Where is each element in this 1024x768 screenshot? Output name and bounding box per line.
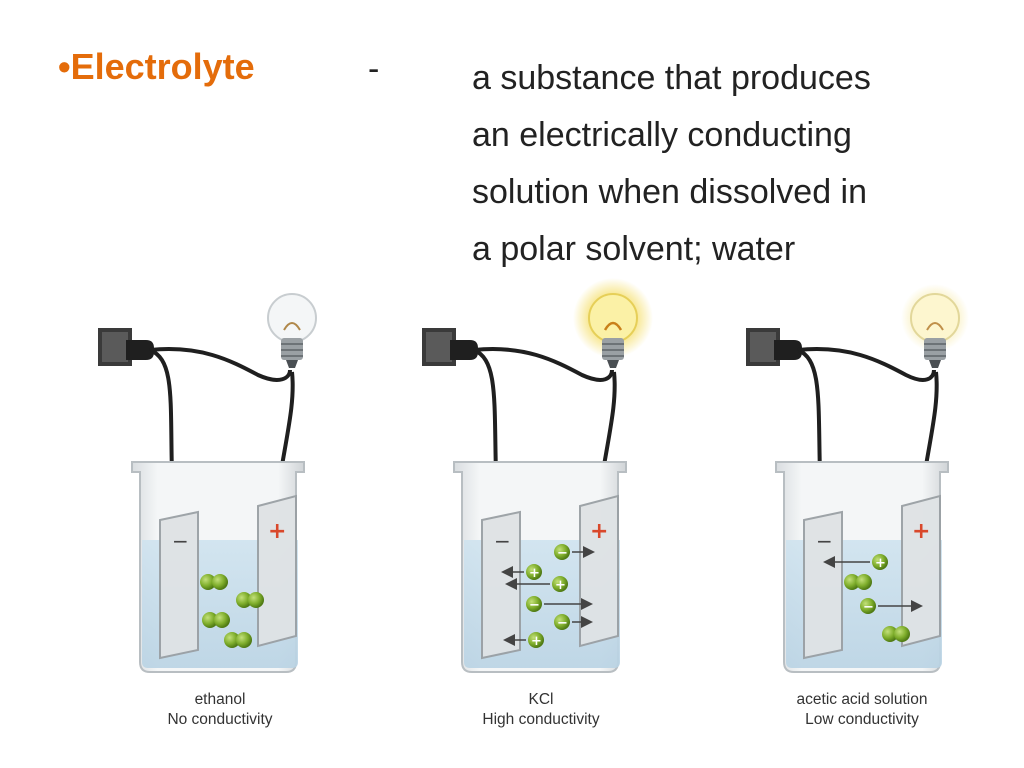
molecule-group (200, 574, 264, 648)
cation: + (501, 564, 542, 581)
definition-line: solution when dissolved in (472, 173, 868, 211)
anion: − (554, 614, 593, 631)
conductivity-figure: − + (0, 270, 1024, 740)
svg-text:−: − (863, 600, 874, 615)
wire (473, 348, 498, 476)
beaker-acetic-acid: − + + − (746, 284, 969, 673)
caption-kcl: KCl High conductivity (431, 690, 651, 730)
svg-text:−: − (816, 529, 833, 553)
electrode-positive: + (901, 494, 941, 648)
svg-text:+: + (912, 519, 930, 544)
ethanol-molecule (236, 592, 252, 608)
acetic-acid-molecule (844, 574, 872, 590)
caption-ethanol: ethanol No conductivity (110, 690, 330, 730)
outlet-icon (422, 328, 478, 366)
ethanol-molecule (200, 574, 216, 590)
particle-group: + − (823, 554, 923, 642)
wire (797, 348, 822, 476)
svg-text:+: + (268, 519, 286, 544)
ion-group: − + + − − + (501, 544, 595, 649)
wire (149, 348, 174, 476)
ethanol-molecule (202, 612, 218, 628)
anion: − (554, 544, 595, 561)
conductivity-label: Low conductivity (805, 711, 919, 728)
solute-name: KCl (528, 691, 554, 708)
svg-text:−: − (494, 529, 511, 553)
svg-text:+: + (590, 519, 608, 544)
anion: − (526, 596, 593, 613)
definition-text: a substance that produces an electricall… (472, 50, 992, 278)
svg-text:−: − (557, 616, 568, 631)
ethanol-molecule (224, 632, 240, 648)
cation: + (505, 576, 568, 593)
anion: − (860, 598, 923, 615)
cation: + (503, 632, 544, 649)
conductivity-illustration: − + (98, 278, 969, 673)
beaker-ethanol: − + (98, 293, 317, 673)
svg-text:+: + (531, 634, 542, 649)
svg-text:−: − (529, 598, 540, 613)
light-bulb-off-icon (267, 293, 317, 368)
bullet-term: •Electrolyte (58, 46, 255, 88)
wire (149, 347, 292, 382)
conductivity-label: High conductivity (482, 711, 600, 728)
caption-acetic-acid: acetic acid solution Low conductivity (752, 690, 972, 730)
electrode-negative: − (803, 510, 843, 660)
svg-text:−: − (172, 529, 189, 553)
electrode-negative: − (481, 510, 521, 660)
svg-text:+: + (875, 556, 886, 571)
light-bulb-dim-icon (901, 284, 969, 368)
cation: + (823, 554, 888, 571)
light-bulb-bright-icon (573, 278, 653, 368)
conductivity-label: No conductivity (167, 711, 273, 728)
term-electrolyte: Electrolyte (70, 46, 255, 87)
definition-line: a substance that produces (472, 59, 871, 97)
outlet-icon (98, 328, 154, 366)
outlet-icon (746, 328, 802, 366)
bullet-point: • (58, 46, 71, 87)
beaker-kcl: − + − + + − − + (422, 278, 653, 673)
solute-name: ethanol (194, 691, 246, 708)
solute-name: acetic acid solution (796, 691, 928, 708)
svg-text:+: + (555, 578, 566, 593)
svg-text:−: − (557, 546, 568, 561)
wire (797, 347, 936, 382)
definition-line: a polar solvent; water (472, 230, 796, 268)
electrode-positive: + (257, 494, 297, 648)
definition-line: an electrically conducting (472, 116, 852, 154)
wire (473, 347, 614, 382)
definition-dash: - (368, 50, 380, 88)
electrode-negative: − (159, 510, 199, 660)
svg-text:+: + (529, 566, 540, 581)
acetic-acid-molecule (882, 626, 910, 642)
electrode-positive: + (579, 494, 619, 648)
